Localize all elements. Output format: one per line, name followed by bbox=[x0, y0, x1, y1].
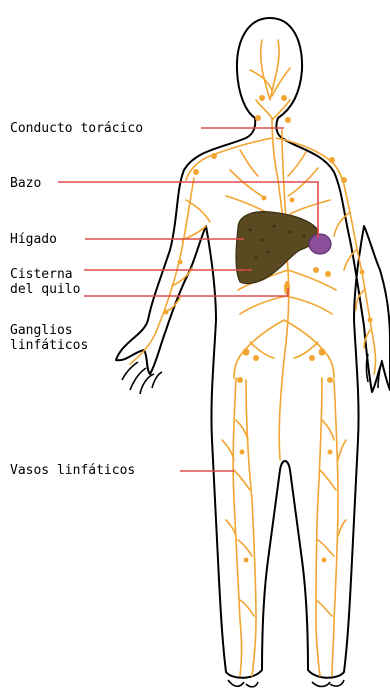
left-hand-fingers bbox=[122, 362, 162, 394]
feet-outline bbox=[228, 680, 344, 687]
label-spleen-text: Bazo bbox=[10, 176, 41, 191]
label-liver-text: Hígado bbox=[10, 232, 57, 247]
leader-cisterna bbox=[84, 288, 288, 296]
label-nodes-line2: linfáticos bbox=[10, 338, 88, 353]
label-cisterna-line1: Cisterna bbox=[10, 267, 80, 282]
label-thoracic-duct-text: Conducto torácico bbox=[10, 121, 143, 136]
cisterna-chyli bbox=[284, 281, 290, 295]
lymphatic-vessels bbox=[130, 40, 376, 676]
spleen bbox=[309, 234, 331, 254]
label-lymph-nodes: Ganglios linfáticos bbox=[10, 323, 88, 353]
label-cisterna-chyli: Cisterna del quilo bbox=[10, 267, 80, 297]
liver bbox=[236, 212, 318, 284]
label-nodes-line1: Ganglios bbox=[10, 323, 88, 338]
body-outline bbox=[116, 18, 390, 678]
label-vessels-text: Vasos linfáticos bbox=[10, 463, 135, 478]
label-thoracic-duct: Conducto torácico bbox=[10, 121, 143, 136]
label-spleen: Bazo bbox=[10, 176, 41, 191]
label-cisterna-line2: del quilo bbox=[10, 282, 80, 297]
label-lymph-vessels: Vasos linfáticos bbox=[10, 463, 135, 478]
label-liver: Hígado bbox=[10, 232, 57, 247]
